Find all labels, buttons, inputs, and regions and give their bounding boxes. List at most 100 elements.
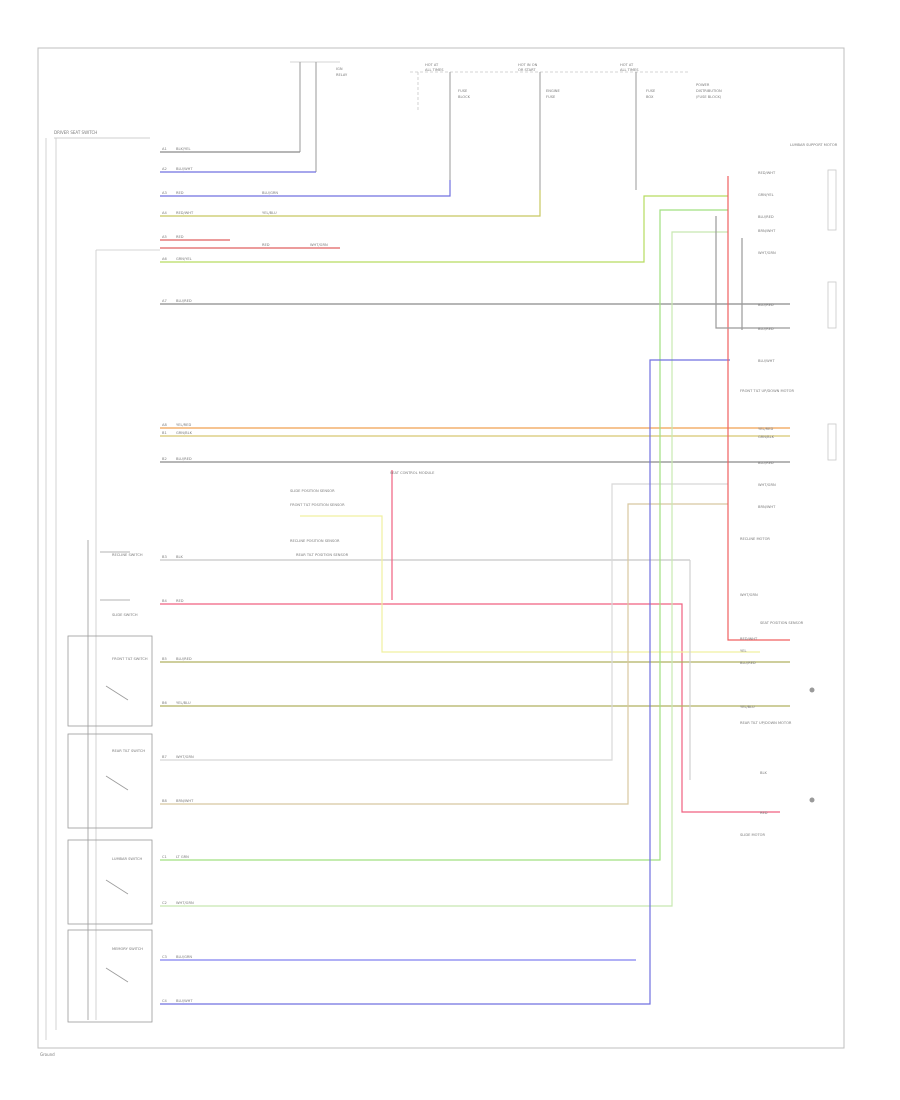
svg-text:RECLINE SWITCH: RECLINE SWITCH bbox=[112, 553, 143, 557]
svg-text:RELAY: RELAY bbox=[336, 73, 348, 77]
svg-text:(FUSE BLOCK): (FUSE BLOCK) bbox=[696, 95, 722, 99]
diagram-title: DRIVER SEAT SWITCH bbox=[54, 130, 97, 135]
svg-text:WHT/GRN: WHT/GRN bbox=[176, 755, 194, 759]
svg-text:YEL: YEL bbox=[740, 649, 746, 653]
svg-text:REAR TILT UP/DOWN MOTOR: REAR TILT UP/DOWN MOTOR bbox=[740, 721, 792, 725]
svg-text:WHT/GRN: WHT/GRN bbox=[740, 593, 758, 597]
svg-text:WHT/GRN: WHT/GRN bbox=[758, 483, 776, 487]
svg-text:HOT AT: HOT AT bbox=[425, 63, 439, 67]
svg-text:BLU/RED: BLU/RED bbox=[176, 657, 192, 661]
svg-text:WHT/GRN: WHT/GRN bbox=[176, 901, 194, 905]
svg-text:WHT/GRN: WHT/GRN bbox=[758, 251, 776, 255]
svg-text:B7: B7 bbox=[162, 755, 167, 759]
svg-text:RECLINE POSITION SENSOR: RECLINE POSITION SENSOR bbox=[290, 539, 340, 543]
diagram-border bbox=[37, 47, 845, 1049]
svg-text:BLU/RED: BLU/RED bbox=[758, 303, 774, 307]
svg-text:DISTRIBUTION: DISTRIBUTION bbox=[696, 89, 722, 93]
right-components: LUMBAR SUPPORT MOTOR FRONT TILT UP/DOWN … bbox=[290, 143, 838, 837]
svg-text:BRN/WHT: BRN/WHT bbox=[758, 505, 776, 509]
svg-text:FUSE: FUSE bbox=[458, 89, 468, 93]
svg-text:BLU/RED: BLU/RED bbox=[758, 327, 774, 331]
svg-text:A4: A4 bbox=[162, 211, 167, 215]
svg-text:C3: C3 bbox=[162, 955, 167, 959]
svg-text:C4: C4 bbox=[162, 999, 168, 1003]
svg-text:B6: B6 bbox=[162, 701, 167, 705]
diagram-footer: Ground bbox=[40, 1052, 55, 1057]
svg-text:C2: C2 bbox=[162, 901, 167, 905]
svg-text:BLU/RED: BLU/RED bbox=[176, 299, 192, 303]
svg-text:A3: A3 bbox=[162, 191, 167, 195]
svg-text:ALL TIMES: ALL TIMES bbox=[425, 68, 444, 72]
svg-text:HOT AT: HOT AT bbox=[620, 63, 634, 67]
svg-text:B1: B1 bbox=[162, 431, 167, 435]
wire-labels: BLK/YEL BLU/WHT RED BLU/GRN RED/WHT YEL/… bbox=[176, 147, 776, 1003]
svg-text:GRN/YEL: GRN/YEL bbox=[176, 257, 192, 261]
svg-text:RED: RED bbox=[262, 243, 270, 247]
svg-text:BLU/WHT: BLU/WHT bbox=[176, 999, 193, 1003]
svg-text:BLU/RED: BLU/RED bbox=[740, 661, 756, 665]
switch-labels: RECLINE SWITCH SLIDE SWITCH FRONT TILT S… bbox=[112, 553, 148, 951]
svg-text:YEL/BLU: YEL/BLU bbox=[176, 701, 191, 705]
svg-text:C1: C1 bbox=[162, 855, 167, 859]
svg-text:SLIDE SWITCH: SLIDE SWITCH bbox=[112, 613, 138, 617]
svg-text:LUMBAR SWITCH: LUMBAR SWITCH bbox=[112, 857, 143, 861]
svg-text:B5: B5 bbox=[162, 657, 167, 661]
svg-text:BLOCK: BLOCK bbox=[458, 95, 471, 99]
svg-text:FUSE: FUSE bbox=[546, 95, 556, 99]
svg-text:HOT IN ON: HOT IN ON bbox=[518, 63, 538, 67]
svg-text:RED: RED bbox=[176, 235, 184, 239]
svg-text:POWER: POWER bbox=[696, 83, 710, 87]
svg-text:RED/WHT: RED/WHT bbox=[740, 637, 758, 641]
svg-text:A7: A7 bbox=[162, 299, 167, 303]
svg-text:A6: A6 bbox=[162, 257, 167, 261]
svg-text:ALL TIMES: ALL TIMES bbox=[620, 68, 639, 72]
svg-text:RED: RED bbox=[176, 191, 184, 195]
svg-text:YEL/RED: YEL/RED bbox=[758, 427, 773, 431]
svg-text:BLK/YEL: BLK/YEL bbox=[176, 147, 191, 151]
pin-numbers: A1 A2 A3 A4 A5 A6 A7 A8 B1 B2 B3 B4 B5 B… bbox=[162, 147, 168, 1003]
svg-text:GRN/BLK: GRN/BLK bbox=[176, 431, 193, 435]
svg-text:WHT/GRN: WHT/GRN bbox=[310, 243, 328, 247]
svg-text:FUSE: FUSE bbox=[646, 89, 656, 93]
svg-text:GRN/YEL: GRN/YEL bbox=[758, 193, 774, 197]
svg-text:BRN/WHT: BRN/WHT bbox=[176, 799, 194, 803]
svg-text:BLU/RED: BLU/RED bbox=[758, 215, 774, 219]
svg-text:FRONT TILT UP/DOWN MOTOR: FRONT TILT UP/DOWN MOTOR bbox=[740, 389, 794, 393]
svg-text:IGN: IGN bbox=[336, 67, 343, 71]
svg-text:A1: A1 bbox=[162, 147, 167, 151]
svg-text:BLK: BLK bbox=[176, 555, 183, 559]
svg-text:MEMORY SWITCH: MEMORY SWITCH bbox=[112, 947, 143, 951]
svg-text:BLU/RED: BLU/RED bbox=[176, 457, 192, 461]
svg-text:RED: RED bbox=[176, 599, 184, 603]
svg-text:LT GRN: LT GRN bbox=[176, 855, 189, 859]
svg-text:A5: A5 bbox=[162, 235, 167, 239]
svg-text:A8: A8 bbox=[162, 423, 167, 427]
svg-text:BLU/GRN: BLU/GRN bbox=[262, 191, 278, 195]
top-feeds: IGN RELAY HOT AT ALL TIMES FUSE BLOCK HO… bbox=[290, 61, 722, 190]
svg-text:ENGINE: ENGINE bbox=[546, 89, 560, 93]
svg-text:BRN/WHT: BRN/WHT bbox=[758, 229, 776, 233]
svg-text:BLK: BLK bbox=[760, 771, 767, 775]
svg-text:A2: A2 bbox=[162, 167, 167, 171]
svg-text:BLU/RED: BLU/RED bbox=[758, 461, 774, 465]
svg-text:B2: B2 bbox=[162, 457, 167, 461]
svg-text:RECLINE MOTOR: RECLINE MOTOR bbox=[740, 537, 770, 541]
svg-text:YEL/RED: YEL/RED bbox=[176, 423, 191, 427]
svg-text:RED: RED bbox=[760, 811, 768, 815]
svg-text:OR START: OR START bbox=[518, 68, 536, 72]
svg-text:YEL/BLU: YEL/BLU bbox=[740, 705, 755, 709]
svg-text:B3: B3 bbox=[162, 555, 167, 559]
svg-text:SEAT POSITION SENSOR: SEAT POSITION SENSOR bbox=[760, 621, 804, 625]
switch-groups bbox=[67, 540, 153, 1023]
svg-text:SEAT CONTROL MODULE: SEAT CONTROL MODULE bbox=[390, 471, 435, 475]
svg-text:REAR TILT POSITION SENSOR: REAR TILT POSITION SENSOR bbox=[296, 553, 349, 557]
svg-text:FRONT TILT POSITION SENSOR: FRONT TILT POSITION SENSOR bbox=[290, 503, 345, 507]
svg-text:GRN/BLK: GRN/BLK bbox=[758, 435, 775, 439]
svg-text:B8: B8 bbox=[162, 799, 167, 803]
svg-text:SLIDE MOTOR: SLIDE MOTOR bbox=[740, 833, 765, 837]
svg-text:B4: B4 bbox=[162, 599, 167, 603]
svg-text:RED/WHT: RED/WHT bbox=[758, 171, 776, 175]
svg-text:FRONT TILT SWITCH: FRONT TILT SWITCH bbox=[112, 657, 148, 661]
wire-runs bbox=[160, 151, 790, 1005]
svg-text:BOX: BOX bbox=[646, 95, 654, 99]
